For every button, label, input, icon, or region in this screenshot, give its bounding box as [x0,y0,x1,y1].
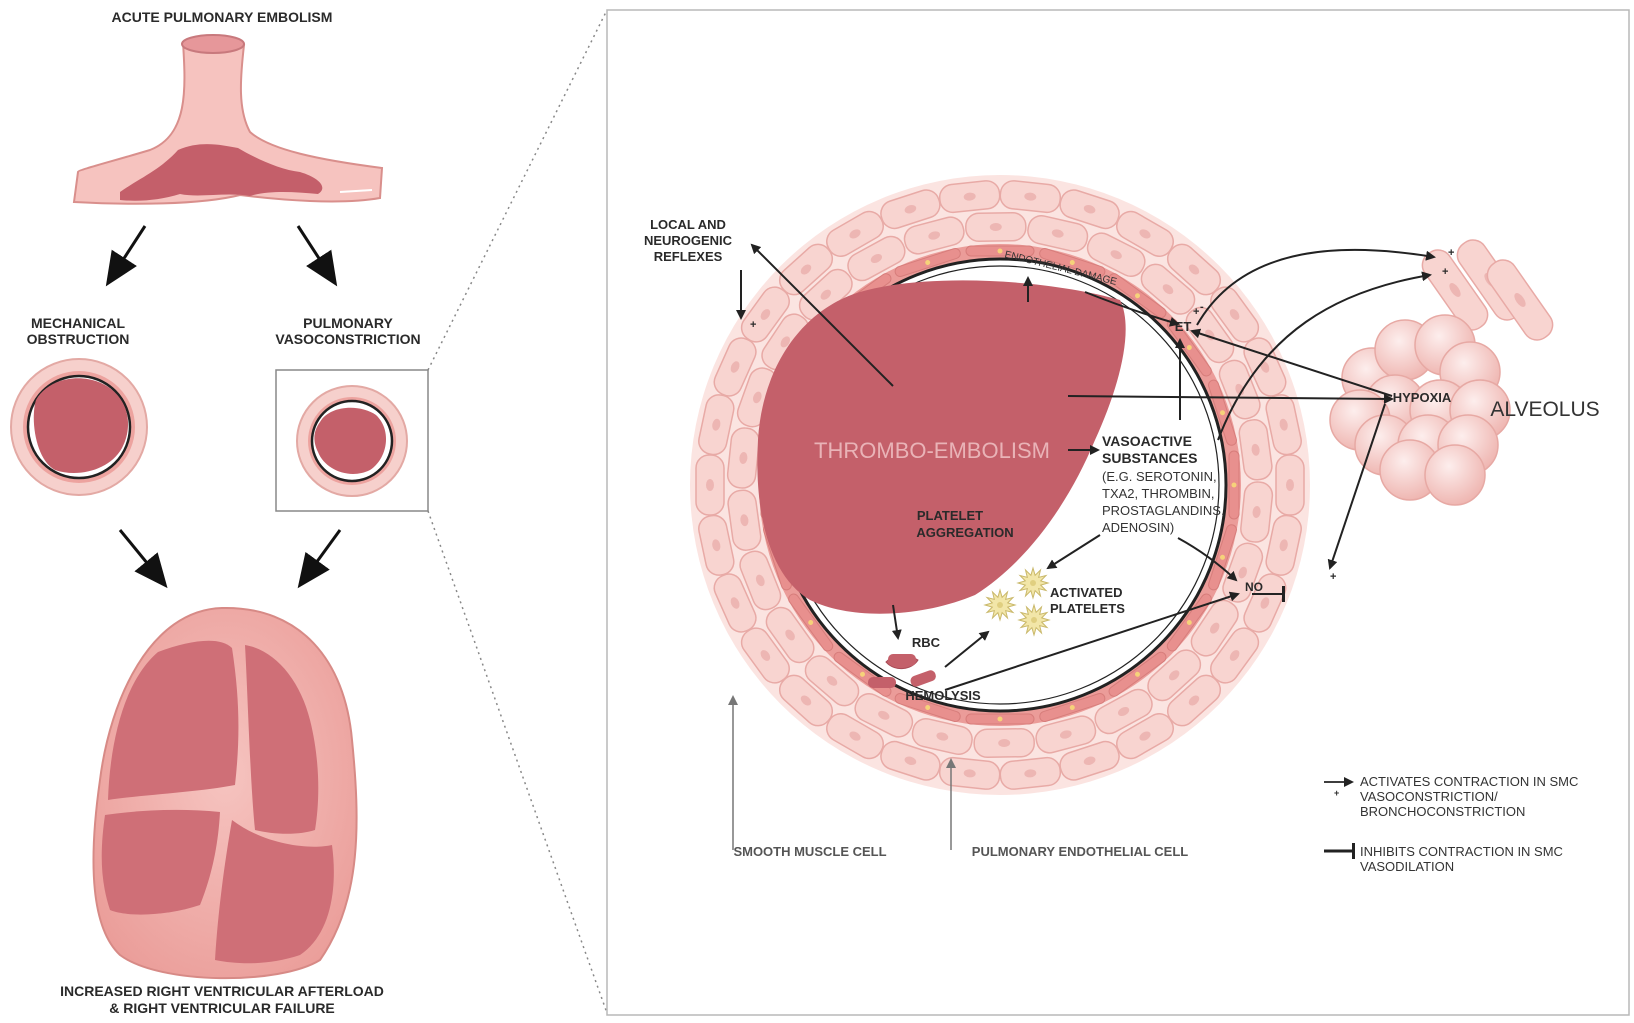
arrow-to-vasoconstriction [298,226,335,283]
arrow-mech-to-heart [120,530,165,585]
endothelial-cell [966,714,1034,724]
smooth-muscle-cell [1240,481,1274,544]
label-pulmonary-endothelial-cell: PULMONARY ENDOTHELIAL CELL [972,844,1188,859]
label-serotonin: (E.G. SEROTONIN, [1102,469,1217,484]
label-no: NO [1245,580,1263,594]
label-rv-afterload: INCREASED RIGHT VENTRICULAR AFTERLOAD [60,983,384,999]
label-hemolysis: HEMOLYSIS [905,688,981,703]
vessel-bifurcation-illustration [74,35,382,204]
sign-plus-bronchus-1: + [1448,247,1454,259]
legend-activates-1: ACTIVATES CONTRACTION IN SMC [1360,774,1578,789]
zoom-line-bottom [428,511,607,1013]
sign-plus-reflexes: + [750,319,756,331]
legend-inhibits-2: VASODILATION [1360,859,1454,874]
label-reflexes: REFLEXES [654,249,723,264]
smooth-muscle-cell [974,729,1034,758]
smooth-muscle-cell [999,756,1062,790]
smooth-muscle-cell [726,427,760,490]
label-mechanical: MECHANICAL [31,315,126,331]
label-neurogenic: NEUROGENIC [644,233,733,248]
label-rv-failure: & RIGHT VENTRICULAR FAILURE [109,1000,335,1016]
smooth-muscle-cell [938,756,1001,790]
mechanical-obstruction-vessel [11,359,147,495]
smooth-muscle-cell [966,213,1026,242]
left-panel: ACUTE PULMONARY EMBOLISM MECHANICAL OBST… [11,9,428,1016]
alveolar-sac [1425,445,1485,505]
sign-plus-smc: + [1330,571,1336,583]
label-vasoactive: VASOACTIVE [1102,433,1192,449]
legend-activates-3: BRONCHOCONSTRICTION [1360,804,1525,819]
label-platelet: PLATELET [917,508,983,523]
label-pulmonary: PULMONARY [303,315,393,331]
label-adenosin: ADENOSIN) [1102,520,1174,535]
legend-plus: + [1334,788,1339,798]
label-et: ET [1175,319,1192,334]
label-hypoxia: HYPOXIA [1393,390,1452,405]
label-vasoconstriction: VASOCONSTRICTION [275,331,420,347]
label-obstruction: OBSTRUCTION [27,331,130,347]
arrow-to-mechanical [108,226,145,283]
smooth-muscle-cell [938,180,1001,214]
label-prostaglandins: PROSTAGLANDINS, [1102,503,1225,518]
legend-inhibits-1: INHIBITS CONTRACTION IN SMC [1360,844,1563,859]
label-alveolus: ALVEOLUS [1490,398,1599,421]
smooth-muscle-cell [696,455,724,515]
label-rbc: RBC [912,635,941,650]
zoom-line-top [428,10,607,370]
label-smooth-muscle-cell: SMOOTH MUSCLE CELL [733,844,886,859]
smooth-muscle-cell [1276,455,1304,515]
arrow-vaso-to-heart [300,530,340,585]
endothelial-cell [1229,451,1239,519]
label-aggregation: AGGREGATION [916,525,1013,540]
legend-activates-2: VASOCONSTRICTION/ [1360,789,1498,804]
smooth-muscle-cell [999,180,1062,214]
sign-plus-bronchus-2: + [1442,266,1448,278]
vasoconstriction-vessel [297,386,407,496]
label-thrombo-embolism: THROMBO-EMBOLISM [814,438,1050,463]
label-substances: SUBSTANCES [1102,450,1197,466]
label-txa2: TXA2, THROMBIN, [1102,486,1214,501]
heart-cross-section [93,608,356,978]
label-local-and: LOCAL AND [650,217,726,232]
sign-plus-et: + [1193,306,1199,318]
label-activated: ACTIVATED [1050,585,1122,600]
title-acute-pe: ACUTE PULMONARY EMBOLISM [112,9,333,25]
label-platelets: PLATELETS [1050,601,1125,616]
sign-minus-et: - [1200,301,1204,313]
